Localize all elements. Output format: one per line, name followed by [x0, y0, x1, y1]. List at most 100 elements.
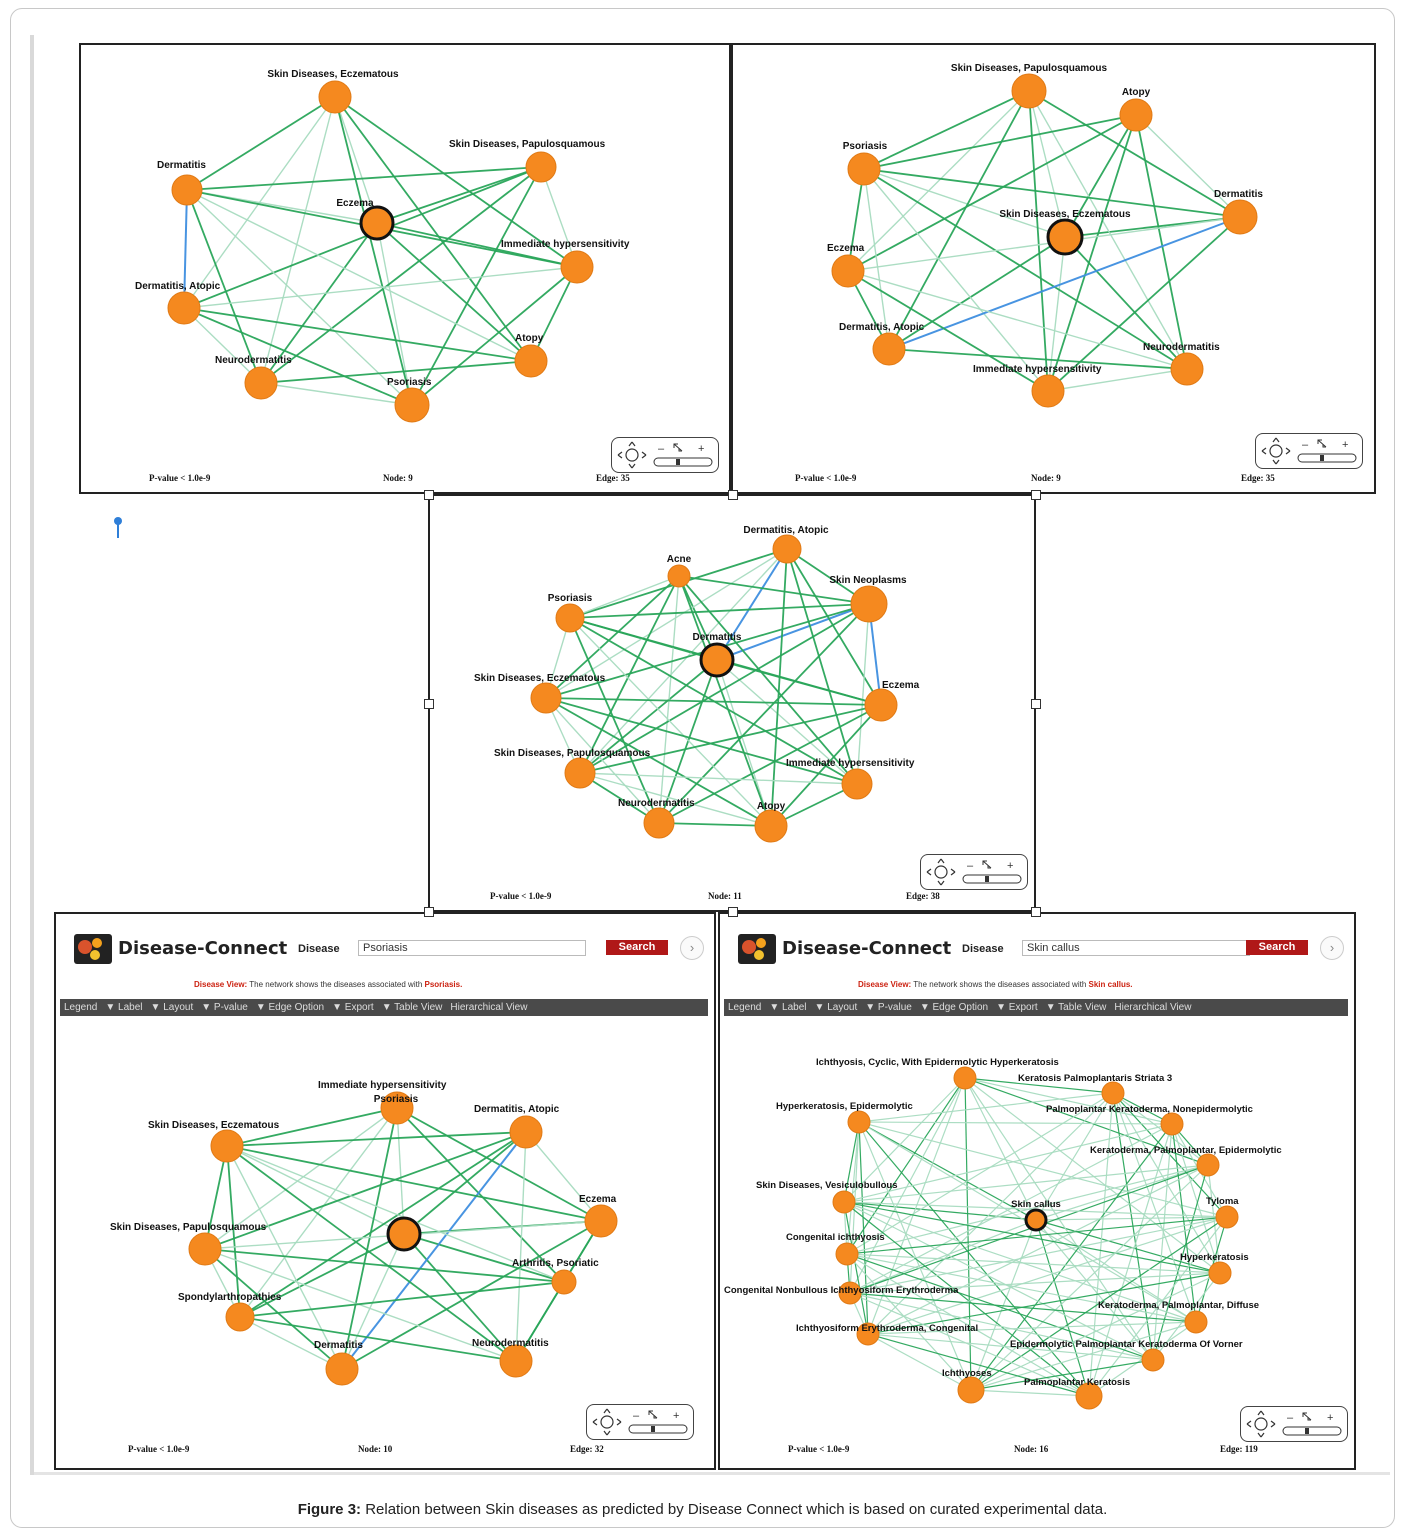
search-button[interactable]: Search [1246, 940, 1308, 955]
menu-item-p-value[interactable]: ▼ P-value [865, 1002, 912, 1013]
resize-handle[interactable] [424, 490, 434, 500]
network-node[interactable] [1119, 98, 1153, 132]
menu-item-layout[interactable]: ▼ Layout [150, 1002, 194, 1013]
network-node[interactable] [835, 1242, 859, 1266]
zoom-in-icon[interactable]: + [673, 1410, 679, 1422]
fit-icon[interactable] [982, 860, 992, 869]
menu-item-label[interactable]: ▼ Label [105, 1002, 143, 1013]
zoom-pan-control[interactable]: – + [1240, 1406, 1348, 1442]
search-button[interactable]: Search [606, 940, 668, 955]
network-node[interactable] [667, 564, 691, 588]
network-node[interactable] [832, 1190, 856, 1214]
network-node[interactable] [1075, 1382, 1103, 1410]
pan-arrows-icon[interactable] [592, 1408, 622, 1436]
zoom-in-icon[interactable]: + [1342, 439, 1348, 451]
network-node[interactable] [171, 174, 203, 206]
network-node[interactable] [957, 1376, 985, 1404]
menu-item-label[interactable]: ▼ Label [769, 1002, 807, 1013]
resize-handle[interactable] [424, 907, 434, 917]
disease-search-input[interactable]: Skin callus [1022, 940, 1250, 956]
zoom-slider[interactable] [628, 1424, 688, 1434]
disease-search-input[interactable]: Psoriasis [358, 940, 586, 956]
network-node[interactable] [1170, 352, 1204, 386]
zoom-out-icon[interactable]: – [967, 860, 974, 872]
zoom-slider-thumb[interactable] [1305, 1428, 1309, 1434]
zoom-pan-control[interactable]: – + [611, 437, 719, 473]
network-node[interactable] [847, 152, 881, 186]
network-node[interactable] [953, 1066, 977, 1090]
menu-item-hierarchical-view[interactable]: Hierarchical View [450, 1002, 528, 1013]
network-node[interactable] [831, 254, 865, 288]
menu-item-legend[interactable]: Legend [728, 1002, 762, 1013]
network-node[interactable] [643, 807, 675, 839]
zoom-in-icon[interactable]: + [1327, 1412, 1333, 1424]
fit-icon[interactable] [648, 1410, 658, 1419]
network-node[interactable] [1160, 1112, 1184, 1136]
fit-icon[interactable] [1302, 1412, 1312, 1421]
network-node[interactable] [167, 291, 201, 325]
network-node[interactable] [560, 250, 594, 284]
network-node[interactable] [1222, 199, 1258, 235]
zoom-slider-thumb[interactable] [1320, 455, 1324, 461]
network-node[interactable] [754, 809, 788, 843]
menu-item-p-value[interactable]: ▼ P-value [201, 1002, 248, 1013]
network-node[interactable] [188, 1232, 222, 1266]
resize-handle[interactable] [1031, 490, 1041, 500]
network-node[interactable] [530, 682, 562, 714]
zoom-in-icon[interactable]: + [1007, 860, 1013, 872]
zoom-slider-thumb[interactable] [676, 459, 680, 465]
zoom-out-icon[interactable]: – [1287, 1412, 1294, 1424]
menu-item-table-view[interactable]: ▼ Table View [381, 1002, 443, 1013]
resize-handle[interactable] [728, 490, 738, 500]
center-node[interactable] [1046, 218, 1084, 256]
menu-item-export[interactable]: ▼ Export [332, 1002, 374, 1013]
network-node[interactable] [525, 151, 557, 183]
zoom-in-icon[interactable]: + [698, 443, 704, 455]
network-node[interactable] [872, 332, 906, 366]
pan-arrows-icon[interactable] [1261, 437, 1291, 465]
pan-arrows-icon[interactable] [617, 441, 647, 469]
menu-item-layout[interactable]: ▼ Layout [814, 1002, 858, 1013]
network-node[interactable] [394, 387, 430, 423]
network-node[interactable] [1141, 1348, 1165, 1372]
network-node[interactable] [318, 80, 352, 114]
zoom-pan-control[interactable]: – + [586, 1404, 694, 1440]
resize-handle[interactable] [1031, 907, 1041, 917]
network-node[interactable] [514, 344, 548, 378]
zoom-slider[interactable] [1297, 453, 1357, 463]
zoom-pan-control[interactable]: – + [920, 854, 1028, 890]
network-node[interactable] [1215, 1205, 1239, 1229]
resize-handle[interactable] [728, 907, 738, 917]
network-node[interactable] [555, 603, 585, 633]
network-node[interactable] [772, 534, 802, 564]
zoom-out-icon[interactable]: – [633, 1410, 640, 1422]
zoom-slider[interactable] [962, 874, 1022, 884]
map-pin-icon[interactable] [113, 516, 123, 540]
zoom-slider-thumb[interactable] [985, 876, 989, 882]
resize-handle[interactable] [424, 699, 434, 709]
center-node[interactable] [359, 205, 395, 241]
fit-icon[interactable] [673, 443, 683, 452]
network-node[interactable] [1011, 73, 1047, 109]
zoom-slider[interactable] [1282, 1426, 1342, 1436]
zoom-slider[interactable] [653, 457, 713, 467]
network-node[interactable] [850, 585, 888, 623]
zoom-out-icon[interactable]: – [658, 443, 665, 455]
network-node[interactable] [841, 768, 873, 800]
network-node[interactable] [1196, 1153, 1220, 1177]
network-node[interactable] [1031, 374, 1065, 408]
network-node[interactable] [551, 1269, 577, 1295]
center-node[interactable] [699, 642, 735, 678]
zoom-pan-control[interactable]: – + [1255, 433, 1363, 469]
network-node[interactable] [244, 366, 278, 400]
pan-arrows-icon[interactable] [1246, 1410, 1276, 1438]
network-node[interactable] [856, 1322, 880, 1346]
network-node[interactable] [584, 1204, 618, 1238]
network-node[interactable] [499, 1344, 533, 1378]
fit-icon[interactable] [1317, 439, 1327, 448]
menu-item-edge-option[interactable]: ▼ Edge Option [919, 1002, 989, 1013]
zoom-slider-thumb[interactable] [651, 1426, 655, 1432]
center-node[interactable] [386, 1216, 422, 1252]
network-node[interactable] [509, 1115, 543, 1149]
menu-item-legend[interactable]: Legend [64, 1002, 98, 1013]
